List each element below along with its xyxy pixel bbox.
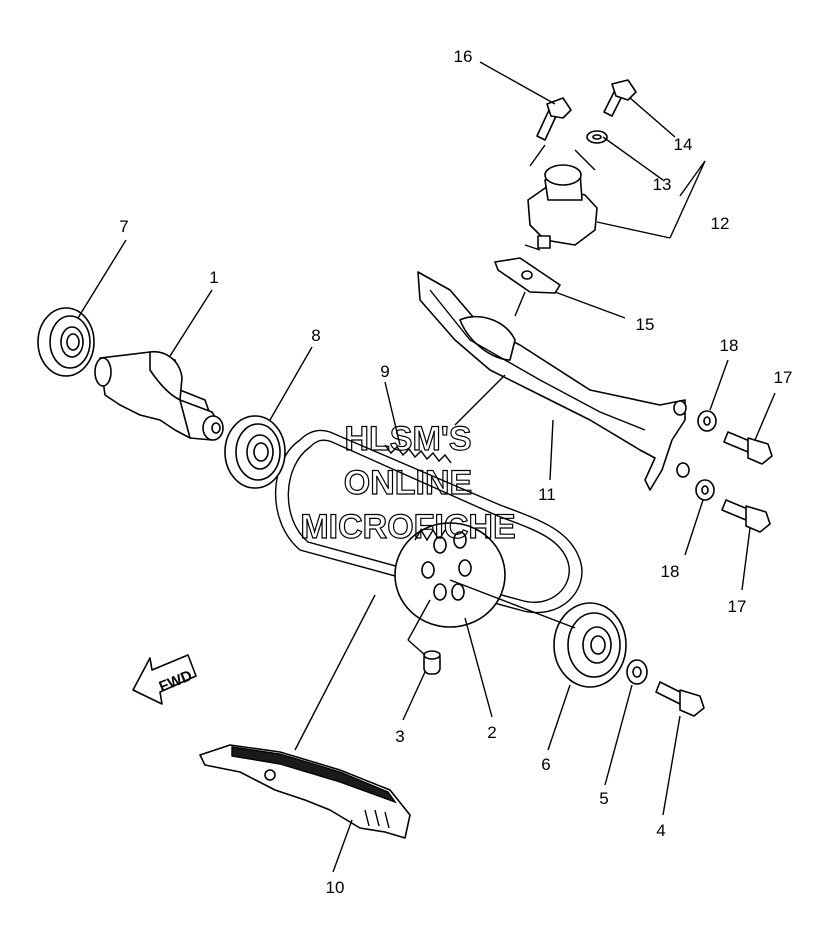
callout-5: 5 (599, 789, 608, 808)
callout-18-upper: 18 (720, 336, 739, 355)
watermark-line-3: MICROFICHE (300, 508, 515, 546)
timing-chain (274, 429, 583, 614)
callout-17-upper: 17 (774, 368, 793, 387)
gasket-15 (494, 257, 561, 294)
callout-12: 12 (711, 214, 730, 233)
chain-tensioner-guide-11 (417, 271, 690, 491)
spring-9 (384, 444, 452, 464)
watermark: HLSM'S ONLINE MICROFICHE (300, 419, 517, 546)
cam-sprocket-2 (394, 522, 506, 628)
bolt-14 (603, 79, 637, 117)
washer-18-upper (697, 410, 717, 432)
bolt-17-upper (723, 431, 773, 465)
bolt-16 (536, 97, 572, 141)
callout-14: 14 (674, 135, 693, 154)
callout-11: 11 (538, 485, 556, 504)
callout-2: 2 (487, 723, 496, 742)
callout-7: 7 (119, 217, 128, 236)
fwd-arrow-icon: FWD (132, 654, 197, 705)
bolt-17-lower (721, 499, 771, 533)
dowel-pin-3 (423, 650, 441, 675)
callout-4: 4 (656, 821, 665, 840)
callout-18-lower: 18 (661, 562, 680, 581)
bearing-8 (224, 415, 286, 489)
callout-16: 16 (454, 47, 473, 66)
chain-guide-10 (199, 744, 411, 839)
bolt-4 (655, 681, 705, 717)
callouts: 7 1 8 9 16 14 13 12 15 18 17 11 18 17 2 … (119, 47, 792, 897)
o-ring-13 (586, 130, 608, 144)
callout-17-lower: 17 (728, 597, 747, 616)
callout-1: 1 (209, 268, 218, 287)
leader-lines (77, 61, 776, 873)
callout-15: 15 (636, 315, 655, 334)
bearing-7 (37, 307, 95, 377)
callout-3: 3 (395, 727, 404, 746)
cam-chain-tensioner-12 (527, 164, 598, 249)
callout-9: 9 (380, 362, 389, 381)
watermark-line-2: ONLINE (344, 464, 472, 502)
callout-6: 6 (541, 755, 550, 774)
plate-6 (553, 602, 627, 688)
callout-8: 8 (311, 326, 320, 345)
callout-10: 10 (326, 878, 345, 897)
callout-13: 13 (653, 175, 672, 194)
washer-18-lower (695, 479, 715, 501)
camshaft-1 (94, 351, 224, 441)
washer-5 (626, 659, 648, 685)
watermark-line-1: HLSM'S (344, 420, 471, 458)
